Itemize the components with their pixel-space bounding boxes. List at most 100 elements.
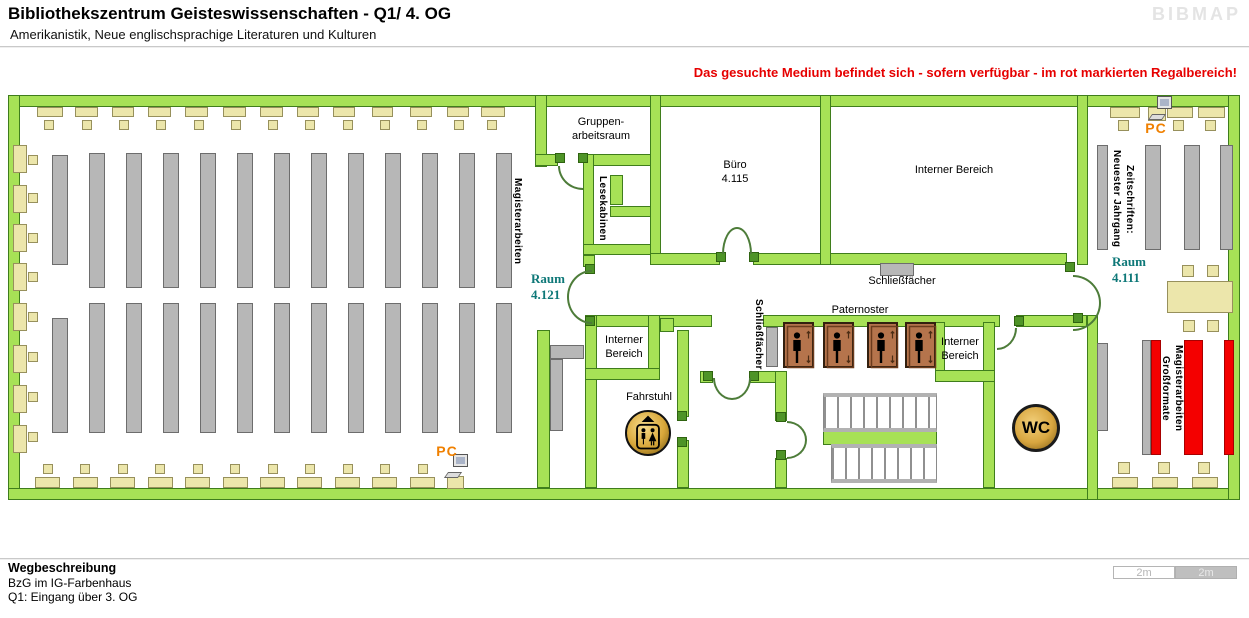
table	[454, 120, 464, 130]
table	[13, 385, 27, 413]
shelf	[880, 263, 914, 276]
label-pc-links: PC	[436, 443, 458, 460]
table	[28, 312, 38, 322]
table	[343, 464, 353, 474]
table	[1158, 462, 1170, 474]
table	[417, 120, 427, 130]
highlight-notice: Das gesuchte Medium befindet sich - sofe…	[693, 65, 1237, 80]
table	[1152, 477, 1178, 488]
door-swing-arc	[997, 328, 1017, 350]
shelf	[89, 153, 105, 288]
door-hinge	[677, 437, 687, 447]
shelf	[1220, 145, 1233, 250]
shelf	[1097, 145, 1108, 250]
table	[410, 107, 432, 117]
shelf	[274, 153, 290, 288]
table	[194, 120, 204, 130]
label-raum-4121: Raum 4.121	[531, 271, 565, 302]
table	[148, 477, 173, 488]
table	[28, 272, 38, 282]
paternoster-cabin	[783, 322, 815, 369]
label-interner-bereich-1: Interner Bereich	[605, 334, 643, 360]
label-zeitschriften-neuester-jahrgang: Zeitschriften: Neuester Jahrgang	[1111, 150, 1135, 248]
label-pc-rechts: PC	[1145, 120, 1167, 137]
wall-segment	[1077, 95, 1088, 265]
door-hinge	[776, 412, 786, 422]
table	[1112, 477, 1138, 488]
header-divider	[0, 46, 1249, 48]
label-buero-4115: Büro 4.115	[721, 159, 749, 185]
table	[13, 185, 27, 213]
wall-segment	[677, 440, 689, 488]
shelf-highlighted-red	[1151, 340, 1161, 455]
door-hinge	[555, 153, 565, 163]
table	[73, 477, 98, 488]
pc-screen	[456, 457, 465, 464]
shelf-highlighted-red	[1184, 340, 1203, 455]
directions-line-1: BzG im IG-Farbenhaus	[8, 576, 132, 590]
table	[410, 477, 435, 488]
label-schliessfaecher-vertikal: Schließfächer	[753, 298, 764, 370]
door-hinge	[677, 411, 687, 421]
shelf	[459, 303, 475, 433]
table	[380, 120, 390, 130]
door-swing-arc	[713, 378, 732, 400]
directions-line-2: Q1: Eingang über 3. OG	[8, 590, 138, 604]
pc-keyboard	[443, 472, 463, 478]
shelf	[348, 153, 364, 288]
table	[1167, 281, 1233, 313]
table	[335, 477, 360, 488]
label-paternoster: Paternoster	[831, 304, 889, 317]
table	[372, 107, 393, 117]
table	[305, 464, 315, 474]
table	[343, 120, 353, 130]
table	[28, 233, 38, 243]
table	[231, 120, 241, 130]
page-subtitle: Amerikanistik, Neue englischsprachige Li…	[10, 27, 377, 42]
table	[230, 464, 240, 474]
table	[333, 107, 355, 117]
table	[44, 120, 54, 130]
table	[1110, 107, 1140, 118]
table	[28, 155, 38, 165]
table	[297, 477, 322, 488]
shelf	[766, 327, 778, 367]
shelf	[52, 318, 68, 433]
table	[481, 107, 505, 117]
pc-monitor	[453, 454, 468, 467]
table	[1207, 320, 1219, 332]
shelf	[459, 153, 475, 288]
paternoster-cabin	[905, 322, 937, 369]
wall-segment	[775, 458, 787, 488]
stairs-flight	[823, 393, 937, 432]
door-swing-arc	[787, 421, 807, 440]
table	[80, 464, 90, 474]
footer-divider	[0, 558, 1249, 560]
table	[110, 477, 135, 488]
label-gruppenarbeitsraum: Gruppen- arbeitsraum	[571, 116, 631, 142]
table	[1118, 462, 1130, 474]
door-swing-arc	[737, 227, 752, 254]
scale-segment-gray: 2m	[1175, 566, 1237, 579]
shelf	[200, 153, 216, 288]
label-fahrstuhl: Fahrstuhl	[626, 391, 672, 404]
pc-keyboard	[1147, 114, 1167, 120]
wall-segment	[935, 370, 995, 382]
door-swing-arc	[722, 227, 737, 254]
page-title: Bibliothekszentrum Geisteswissenschaften…	[8, 4, 452, 23]
table	[1167, 107, 1193, 118]
table	[1173, 120, 1184, 131]
wc-icon: WC	[1012, 404, 1060, 452]
shelf	[1142, 340, 1151, 455]
label-interner-bereich-2: Interner Bereich	[941, 336, 979, 362]
door-hinge	[1014, 316, 1024, 326]
label-magisterarbeiten-grossformate: Magisterarbeiten Großformate	[1160, 344, 1184, 432]
pc-workstation-icon	[443, 454, 468, 481]
table	[13, 345, 27, 373]
pc-screen	[1160, 99, 1169, 106]
table	[1205, 120, 1216, 131]
bibmap-logo: BIBMAP	[1152, 4, 1241, 24]
table	[260, 107, 283, 117]
stairs-landing	[823, 431, 937, 445]
